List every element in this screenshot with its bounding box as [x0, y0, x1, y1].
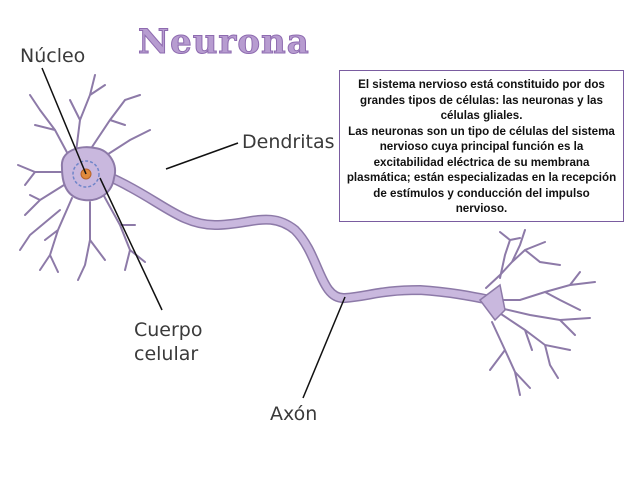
- description-paragraph-2: Las neuronas son un tipo de células del …: [346, 124, 617, 216]
- diagram-title: Neurona: [138, 22, 310, 63]
- dendritas-pointer: [165, 142, 239, 170]
- label-cuerpo-line2: celular: [134, 343, 199, 365]
- label-cuerpo-line1: Cuerpo: [134, 319, 203, 341]
- label-axon: Axón: [270, 403, 318, 425]
- axon-pointer: [302, 296, 346, 399]
- label-dendritas: Dendritas: [242, 131, 335, 153]
- cuerpo-pointer: [99, 177, 163, 311]
- description-paragraph-1: El sistema nervioso está constituido por…: [358, 78, 605, 122]
- nucleo-pointer: [41, 67, 87, 175]
- axon-terminal: [478, 283, 506, 322]
- label-nucleo: Núcleo: [20, 45, 86, 67]
- nucleus: [72, 160, 100, 188]
- dendrites: [17, 74, 596, 396]
- pointer-lines: [41, 67, 346, 399]
- description-box: El sistema nervioso está constituido por…: [339, 70, 624, 222]
